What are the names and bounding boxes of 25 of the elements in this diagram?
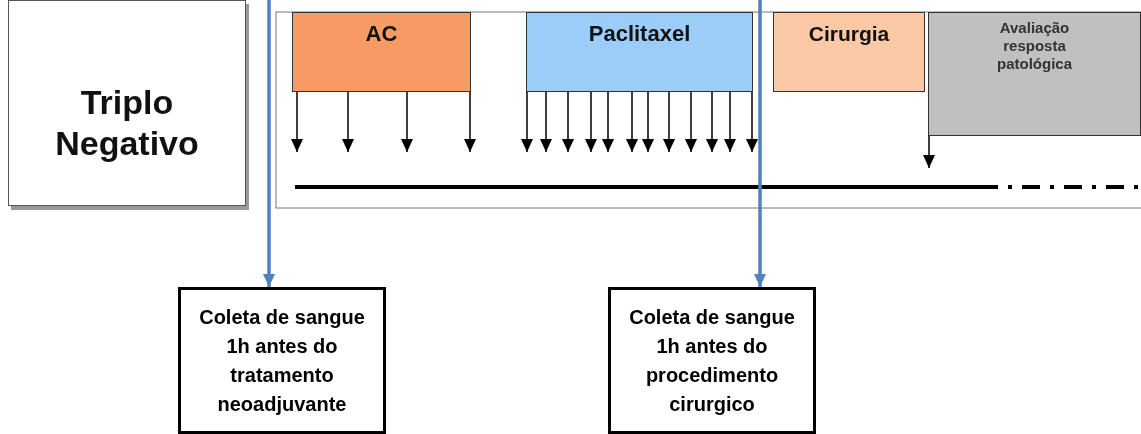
arrow [540, 91, 552, 153]
arrow [724, 91, 736, 153]
arrow [602, 91, 614, 153]
arrow [663, 91, 675, 153]
arrow [685, 91, 697, 153]
arrow [746, 91, 758, 153]
arrow [923, 135, 935, 169]
note-box: Coleta de sangue 1h antes do procedimento cirurgico [608, 287, 816, 434]
arrow [342, 91, 354, 153]
arrow [706, 91, 718, 153]
phase-box: Paclitaxel [526, 12, 753, 92]
arrow [626, 91, 638, 153]
arrow [464, 91, 476, 153]
arrow [291, 91, 303, 153]
arrow [562, 91, 574, 153]
arrow [521, 91, 533, 153]
arrow [401, 91, 413, 153]
phase-box: AC [292, 12, 471, 92]
arrow [754, 0, 766, 287]
arrow [642, 91, 654, 153]
phase-box: Cirurgia [773, 12, 925, 92]
arrow [263, 0, 275, 287]
note-box: Coleta de sangue 1h antes do tratamento neoadjuvante [178, 287, 386, 434]
arrow [585, 91, 597, 153]
phase-box: Avaliação resposta patológica [928, 12, 1141, 136]
